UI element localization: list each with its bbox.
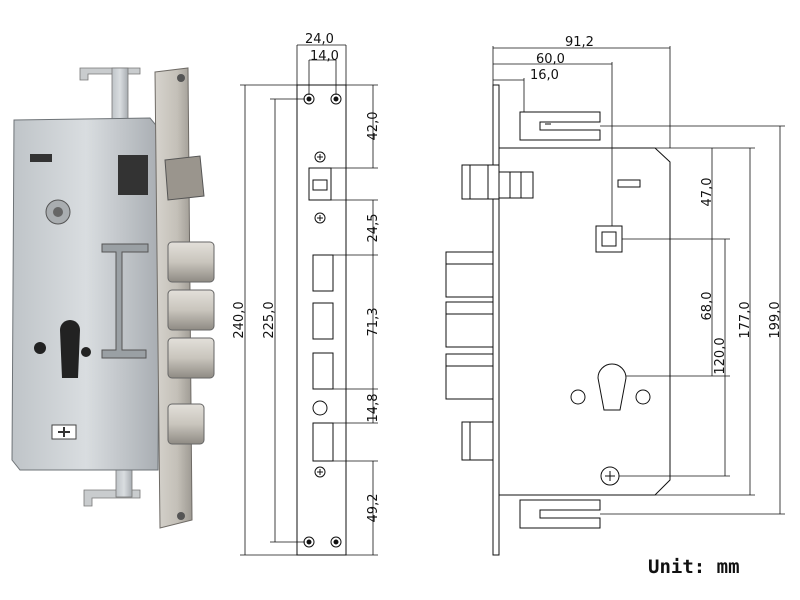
label-width: 24,0	[305, 32, 334, 47]
body-slot	[617, 179, 641, 188]
latch-body	[498, 171, 534, 199]
side-deadbolt	[461, 421, 494, 461]
photo-bolt-2	[167, 289, 215, 331]
faceplate-dim-labels: 24,0 14,0 240,0 225,0 42,0 24,5 71,3 14,…	[232, 32, 381, 522]
faceplate-screw-1	[314, 151, 326, 163]
lock-photo	[11, 67, 215, 529]
faceplate-drawing	[296, 84, 347, 556]
hole-dot	[306, 539, 312, 545]
spindle-cross	[58, 427, 70, 437]
photo-latch	[164, 155, 205, 201]
cylinder-screw-right	[635, 389, 651, 405]
faceplate-hole-top	[177, 74, 185, 82]
label-backset: 60,0	[536, 52, 565, 67]
faceplate-screw-2	[314, 212, 326, 224]
bottom-rod-outline	[519, 499, 601, 529]
bolt-opening-1	[312, 254, 334, 292]
label-faceplate-body: 16,0	[530, 68, 559, 83]
hole-dot	[333, 96, 339, 102]
lock-body-outline	[498, 147, 671, 496]
hole-dot	[306, 96, 312, 102]
label-hole-offset: 14,0	[310, 49, 339, 64]
faceplate-outline	[296, 84, 347, 556]
photo-bolt-3	[167, 337, 215, 379]
faceplate-hole-br	[330, 536, 342, 548]
latch-window	[118, 155, 148, 195]
label-top-spindle: 47,0	[700, 178, 715, 207]
side-latch	[461, 164, 500, 200]
label-total-height: 199,0	[768, 301, 783, 338]
label-deadbolt-gap: 14,8	[366, 394, 381, 423]
label-bolt-pitch: 71,3	[366, 308, 381, 337]
screw-cross	[317, 469, 323, 475]
latch-tongue	[312, 179, 328, 191]
label-latch-bolt: 24,5	[366, 214, 381, 243]
side-bolt-1	[445, 251, 494, 298]
case-slot	[30, 154, 52, 162]
unit-note: Unit: mm	[648, 556, 740, 578]
side-faceplate	[492, 84, 500, 556]
label-cylinder-span: 120,0	[713, 337, 728, 374]
screw-cross	[317, 215, 323, 221]
faceplate-screw-3	[314, 466, 326, 478]
bolt-opening-3	[312, 352, 334, 390]
lockbody-dim-labels: 91,2 60,0 16,0 47,0 68,0 120,0 177,0 199…	[530, 35, 783, 375]
label-body-depth: 91,2	[565, 35, 594, 50]
top-rod-outline	[519, 111, 601, 141]
label-body-height: 177,0	[738, 301, 753, 338]
spindle-inner	[601, 231, 617, 247]
top-hook	[79, 67, 141, 81]
bolt-hole-round	[312, 400, 328, 416]
bolt-opening-2	[312, 302, 334, 340]
label-spindle-cylinder: 68,0	[700, 292, 715, 321]
cylinder-cutout	[597, 363, 627, 411]
deadbolt-opening	[312, 422, 334, 462]
lockbody-drawing	[445, 84, 671, 556]
slide-mechanism	[101, 243, 149, 359]
faceplate-dimensions	[240, 44, 378, 556]
cylinder-hole	[60, 320, 80, 378]
label-hole-spacing: 225,0	[262, 301, 277, 338]
label-bottom-deadbolt: 49,2	[366, 494, 381, 523]
screw-center	[53, 207, 63, 217]
hole-dot	[333, 539, 339, 545]
photo-bolt-1	[167, 241, 215, 283]
photo-deadbolt	[167, 403, 205, 445]
lockbody-dimensions	[492, 46, 785, 515]
case-hole-left	[34, 342, 46, 354]
cylinder-screw-left	[570, 389, 586, 405]
case-hole-right	[81, 347, 91, 357]
label-top-latch: 42,0	[366, 112, 381, 141]
screw-cross	[317, 154, 323, 160]
latch-opening	[308, 167, 332, 201]
side-bolt-2	[445, 301, 494, 348]
label-length: 240,0	[232, 301, 247, 338]
screw-cross	[605, 471, 615, 481]
side-bolt-3	[445, 353, 494, 400]
faceplate-hole-bottom	[177, 512, 185, 520]
